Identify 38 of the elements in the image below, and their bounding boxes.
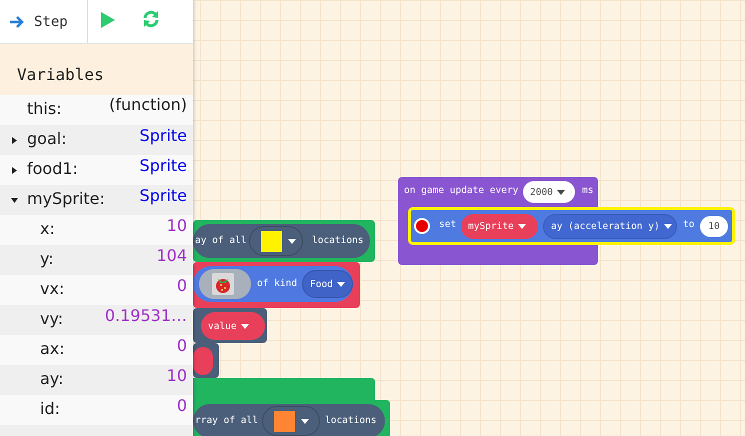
variable-name: x: [40,219,55,238]
variable-value: 0 [176,336,187,355]
block-text: rray of all [195,415,258,427]
variable-value: 0.19531… [104,306,187,325]
block-text: ay of all [195,235,246,247]
variable-name: vy: [40,309,64,328]
variable-value: 104 [156,246,187,265]
number-field: 10 [700,216,728,237]
variable-value: Sprite [140,156,187,175]
panel-title: Variables [17,65,104,84]
variable-name: ay: [40,369,64,388]
variable-value: 0 [176,276,187,295]
variable-name: ax: [40,339,65,358]
variable-value: Sprite [140,126,187,145]
block-text: locations [312,235,364,247]
block-text: of kind [257,278,298,290]
block-text: ms [582,185,594,197]
variable-value: 0 [176,396,187,415]
block-text: to [683,219,694,231]
block-text: locations [325,415,376,427]
variable-value: (function) [109,95,187,114]
block-text: set [439,219,456,231]
variable-value: Sprite [140,186,187,205]
variable-name: vx: [40,279,64,298]
dropdown: ay (acceleration y) [543,214,677,239]
variable-value: 10 [166,366,187,385]
dropdown: Food [302,270,353,298]
variable-name: this: [27,99,62,118]
dropdown: mySprite [461,214,538,239]
number-dropdown: 2000 [523,181,575,203]
block-text: on game update every [404,185,518,197]
dropdown: value [201,312,265,340]
variable-name: id: [40,399,60,418]
variable-value: 10 [166,216,187,235]
variable-name: mySprite: [27,189,105,208]
variable-name: goal: [27,129,67,148]
variable-name: y: [40,249,54,268]
variable-name: food1: [27,159,78,178]
